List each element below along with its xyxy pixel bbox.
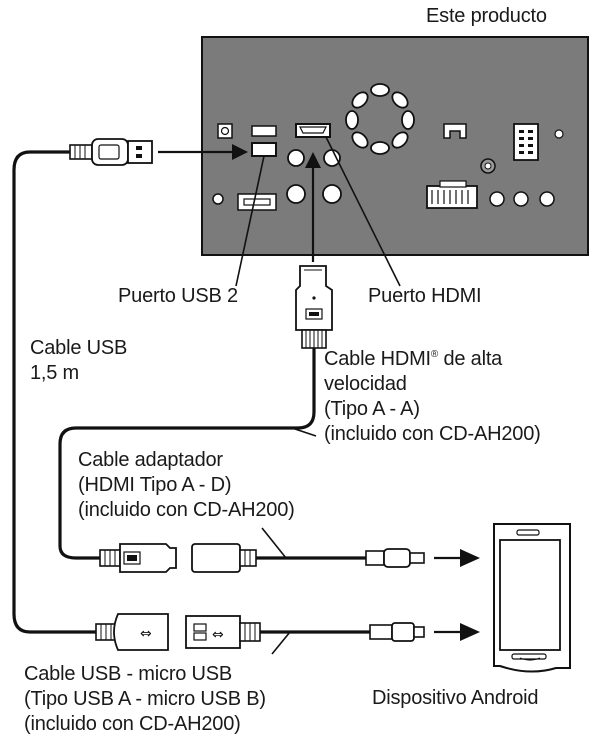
usb-port-leader xyxy=(235,155,265,287)
usb-cable xyxy=(12,138,153,634)
head-unit-rear-panel xyxy=(201,36,589,256)
usb-port-2 xyxy=(251,142,277,157)
usb-port-1 xyxy=(251,125,277,137)
micro-usb-leader xyxy=(271,631,291,655)
hdmi-cable-label-line2: velocidad xyxy=(324,373,407,395)
android-device xyxy=(493,523,571,673)
adapter-cable-label-line3: (incluido con CD-AH200) xyxy=(78,499,295,521)
hdmi-adapter-cable xyxy=(99,543,425,573)
hdmi-cable-label-line3: (Tipo A - A) xyxy=(324,398,420,420)
svg-text:⇔: ⇔ xyxy=(212,627,224,643)
micro-usb-cable-label-line2: (Tipo USB A - micro USB B) xyxy=(24,688,266,710)
hdmi-port-leader xyxy=(325,136,401,287)
micro-usb-cable: ⇔ ⇔ xyxy=(95,613,425,651)
adapter-leader xyxy=(261,527,287,559)
arrows-to-device xyxy=(434,549,480,641)
adapter-cable-label-line1: Cable adaptador xyxy=(78,449,223,471)
adapter-cable-label: Cable adaptador (HDMI Tipo A - D) (inclu… xyxy=(78,448,295,523)
android-device-label: Dispositivo Android xyxy=(372,687,539,709)
hdmi-cable-leader xyxy=(291,427,317,437)
usb-cable-label-line1: Cable USB xyxy=(30,337,128,359)
usb-port-label: Puerto USB 2 xyxy=(118,285,238,307)
svg-text:⇔: ⇔ xyxy=(140,626,152,642)
leader-lines xyxy=(235,136,401,287)
hdmi-port-label: Puerto HDMI xyxy=(368,285,482,307)
micro-usb-cable-label-line1: Cable USB - micro USB xyxy=(24,663,233,685)
usb-cable-label-line2: 1,5 m xyxy=(30,362,80,384)
cooling-fan xyxy=(345,83,415,155)
hdmi-cable-label-line4: (incluido con CD-AH200) xyxy=(324,423,541,445)
hdmi-cable xyxy=(58,152,333,560)
arrow-to-usb-port xyxy=(158,144,248,160)
hdmi-cable-label-line1: Cable HDMI® de alta xyxy=(324,348,503,370)
micro-usb-cable-label-line3: (incluido con CD-AH200) xyxy=(24,713,241,735)
usb-cable-label: Cable USB 1,5 m xyxy=(30,336,127,386)
adapter-cable-label-line2: (HDMI Tipo A - D) xyxy=(78,474,232,496)
hdmi-cable-label: Cable HDMI® de alta velocidad (Tipo A - … xyxy=(324,342,541,447)
micro-usb-cable-label: Cable USB - micro USB (Tipo USB A - micr… xyxy=(24,662,266,737)
product-title: Este producto xyxy=(426,5,547,27)
